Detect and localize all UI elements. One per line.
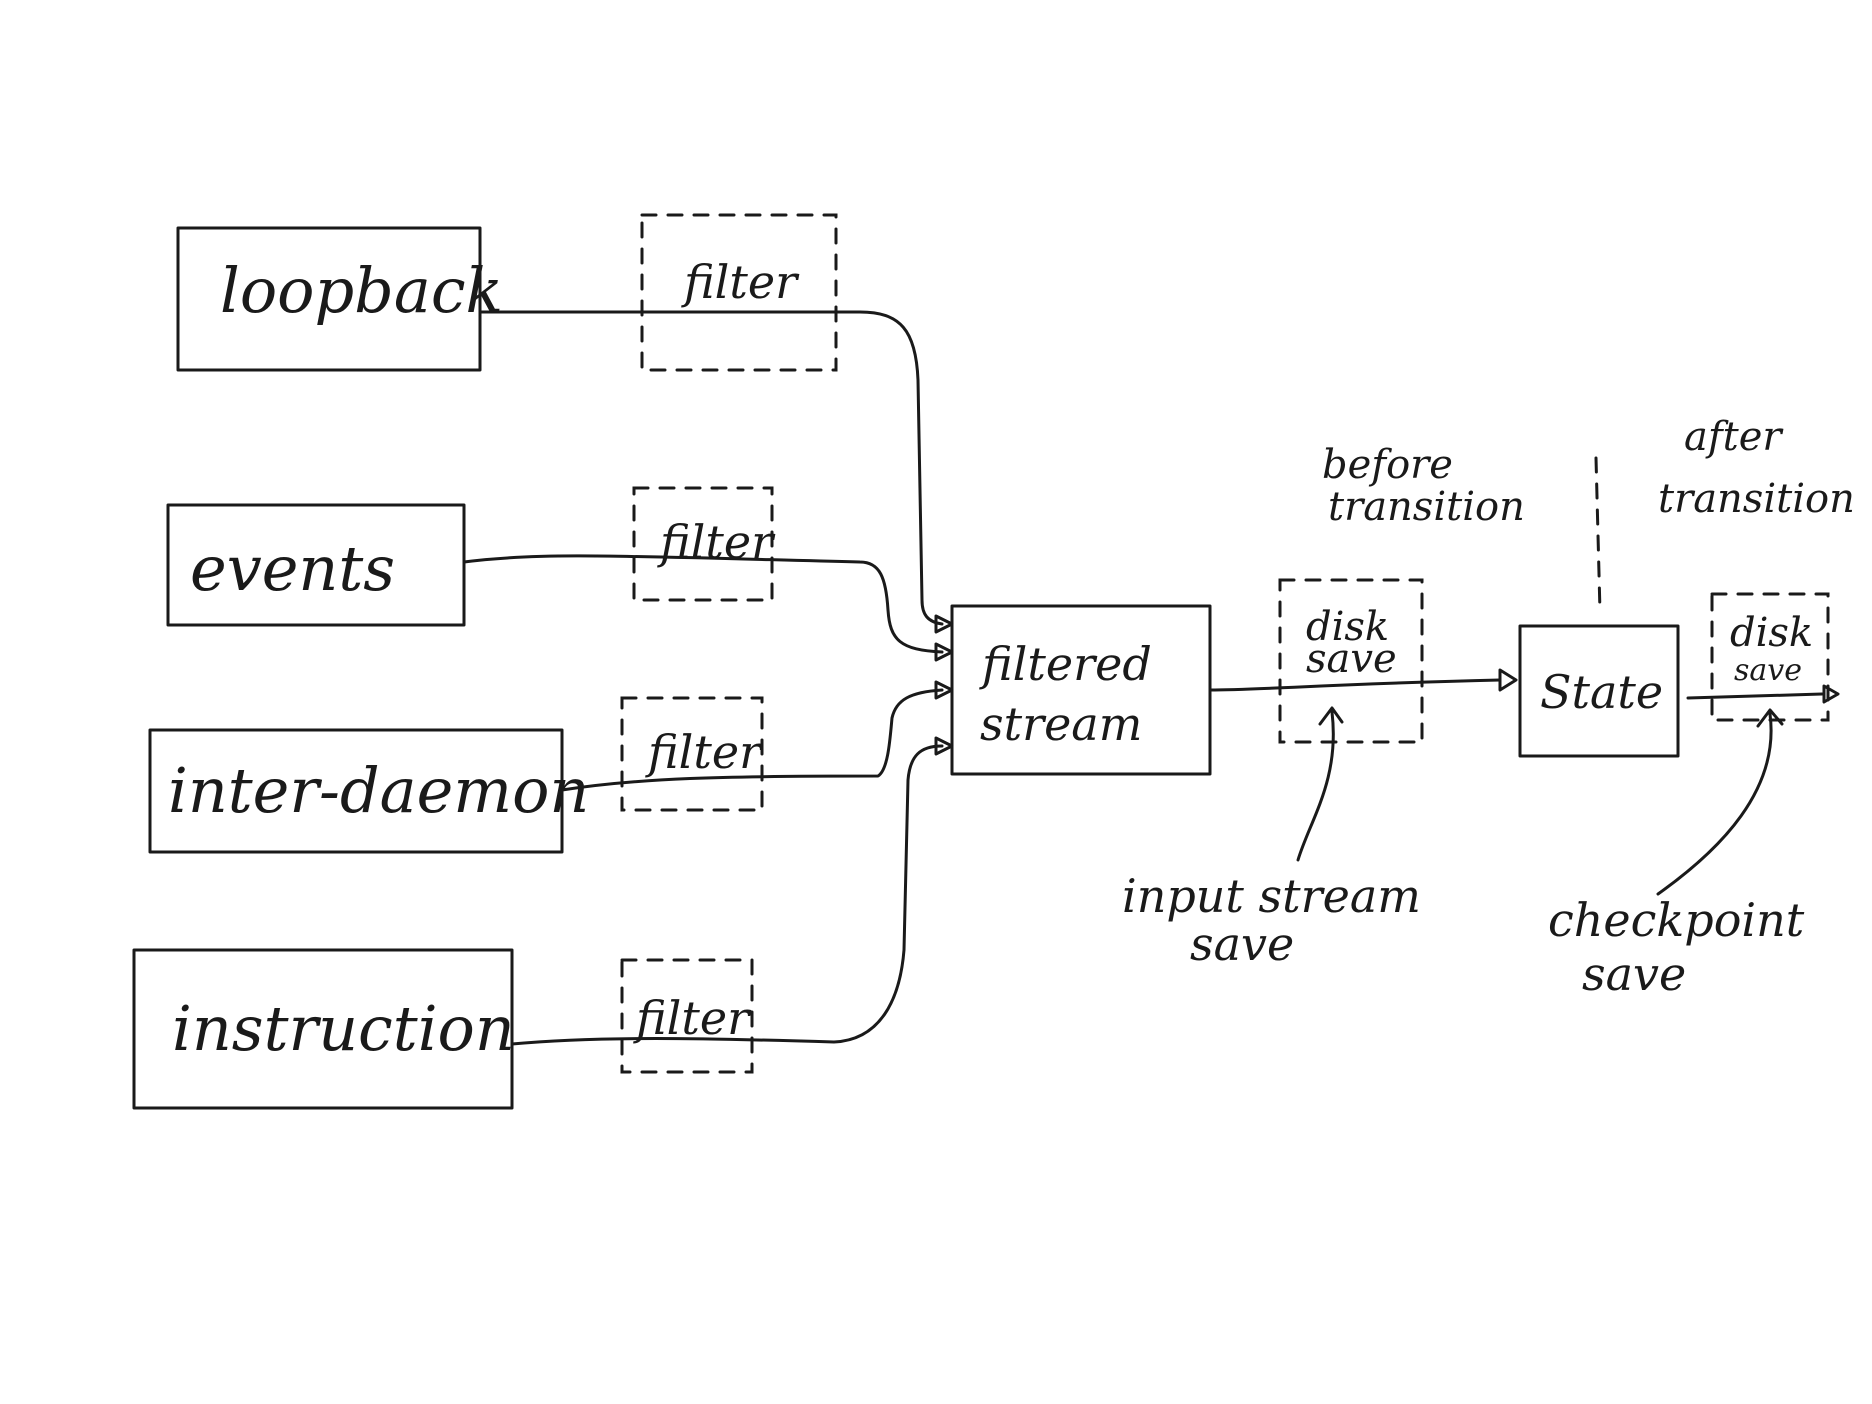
disk-save-input-line1: disk: [1306, 604, 1389, 650]
merge-node-label-line2: stream: [980, 697, 1142, 751]
state-node-label: State: [1540, 665, 1663, 719]
state-node: State: [1518, 624, 1680, 758]
arrowhead-loopback: [934, 614, 954, 634]
pointer-checkpoint-save: [1656, 712, 1773, 896]
disk-save-input-box: [1278, 578, 1424, 744]
annotation-after-transition-line1: after: [1684, 414, 1784, 460]
annotation-checkpoint-save: checkpoint save: [1548, 708, 1805, 1001]
filter-inter-daemon-box: [620, 696, 764, 812]
filter-events-label: filter: [657, 515, 776, 569]
source-events-box: [166, 503, 466, 627]
connector-state-out: [1686, 692, 1824, 700]
connector-inter-daemon: [560, 688, 944, 792]
arrowhead-inter-daemon: [934, 680, 954, 700]
merge-node-label-line1: filtered: [979, 637, 1152, 691]
arrowhead-instruction: [934, 736, 954, 756]
filter-loopback: filter: [640, 213, 838, 372]
pointer-input-stream-save-head: [1318, 706, 1344, 726]
annotation-before-transition-line1: before: [1322, 442, 1453, 488]
annotation-after-transition: after transition: [1658, 414, 1855, 522]
filter-loopback-label: filter: [681, 255, 800, 309]
annotation-input-stream-save-line1: input stream: [1122, 869, 1421, 923]
connector-merge-to-state: [1208, 678, 1502, 692]
source-loopback: loopback: [176, 226, 503, 372]
arrowhead-state: [1498, 668, 1518, 692]
arrowhead-out: [1822, 684, 1840, 704]
source-events: events: [166, 503, 466, 627]
disk-save-checkpoint: disk save: [1710, 592, 1830, 722]
connector-loopback: [478, 310, 944, 626]
disk-save-checkpoint-line2: save: [1734, 653, 1802, 688]
state-node-box: [1518, 624, 1680, 758]
source-inter-daemon-label: inter-daemon: [168, 754, 589, 827]
filter-instruction-label: filter: [633, 991, 752, 1045]
disk-save-input-line2: save: [1306, 636, 1397, 682]
annotation-input-stream-save: input stream save: [1122, 706, 1421, 971]
annotation-before-transition-line2: transition: [1328, 484, 1525, 530]
connector-instruction: [510, 744, 944, 1046]
annotation-before-transition: before transition: [1322, 442, 1525, 530]
source-instruction-label: instruction: [172, 992, 515, 1065]
pointer-checkpoint-save-head: [1756, 708, 1784, 728]
filter-instruction-box: [620, 958, 754, 1074]
source-inter-daemon: inter-daemon: [148, 728, 589, 854]
annotation-checkpoint-save-line1: checkpoint: [1548, 893, 1805, 947]
filter-instruction: filter: [620, 958, 754, 1074]
filter-events-box: [632, 486, 774, 602]
disk-save-input: disk save: [1278, 578, 1424, 744]
annotation-checkpoint-save-line2: save: [1582, 947, 1686, 1001]
filter-events: filter: [632, 486, 776, 602]
filter-inter-daemon-label: filter: [645, 725, 764, 779]
arrowhead-events: [934, 642, 954, 662]
source-instruction: instruction: [132, 948, 515, 1110]
annotation-after-transition-line2: transition: [1658, 476, 1855, 522]
source-instruction-box: [132, 948, 514, 1110]
pointer-input-stream-save: [1296, 710, 1335, 862]
source-events-label: events: [190, 532, 395, 605]
merge-node-filtered-stream: filtered stream: [950, 604, 1212, 776]
filter-inter-daemon: filter: [620, 696, 764, 812]
source-loopback-label: loopback: [220, 254, 503, 327]
annotation-input-stream-save-line2: save: [1190, 917, 1294, 971]
filter-loopback-box: [640, 213, 838, 372]
connector-events: [462, 554, 944, 654]
transition-divider: [1594, 456, 1602, 614]
disk-save-checkpoint-line1: disk: [1730, 610, 1813, 656]
source-loopback-box: [176, 226, 482, 372]
